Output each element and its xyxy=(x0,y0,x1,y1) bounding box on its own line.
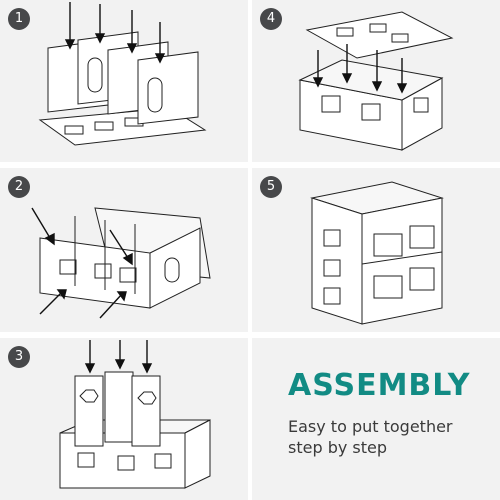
step-2-panel: 2 xyxy=(0,168,248,332)
step-number-badge: 2 xyxy=(8,176,30,198)
step-3-panel: 3 xyxy=(0,338,248,500)
step2-assembly-illustration xyxy=(31,207,211,319)
assembly-heading: ASSEMBLY xyxy=(288,368,471,403)
assembly-info-panel: ASSEMBLY Easy to put together step by st… xyxy=(252,338,500,500)
assembly-subtext: Easy to put together step by step xyxy=(288,416,488,458)
assembly-subtext-line-1: Easy to put together xyxy=(288,417,453,436)
step-number-badge: 3 xyxy=(8,346,30,368)
step4-assembly-illustration xyxy=(298,11,454,151)
step-number-badge: 4 xyxy=(260,8,282,30)
step-5-panel: 5 xyxy=(252,168,500,332)
assembly-subtext-line-2: step by step xyxy=(288,438,388,457)
step1-assembly-illustration xyxy=(38,2,207,146)
step-number-badge: 5 xyxy=(260,176,282,198)
step-number-badge: 1 xyxy=(8,8,30,30)
step3-assembly-illustration xyxy=(59,340,211,489)
step-1-panel: 1 xyxy=(0,0,248,162)
step-4-panel: 4 xyxy=(252,0,500,162)
step5-assembly-illustration xyxy=(310,181,444,325)
